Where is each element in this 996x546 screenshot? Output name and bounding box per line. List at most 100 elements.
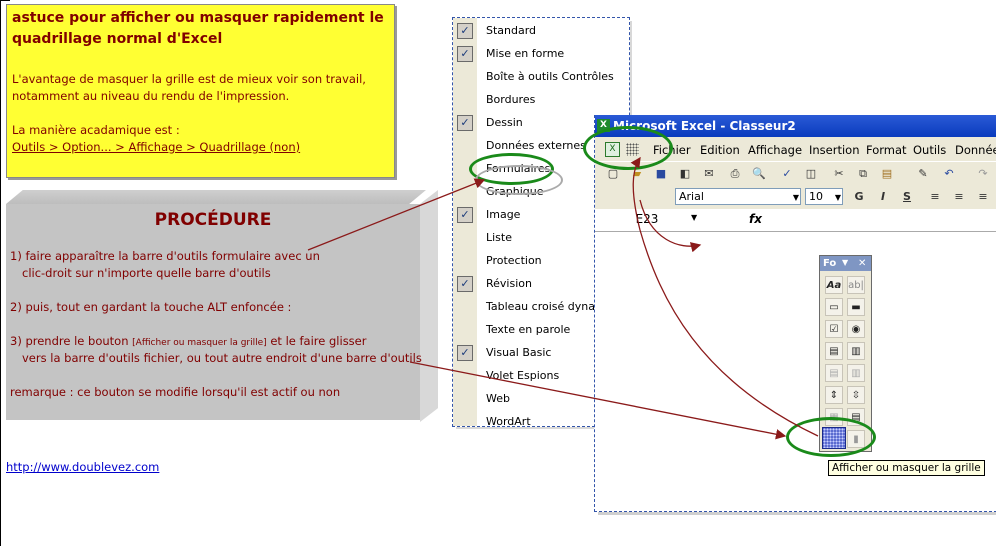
procedure-step3a-pre: 3) prendre le bouton	[10, 334, 133, 348]
arrow-loop-to-cells	[639, 199, 702, 253]
align-right-icon[interactable]: ≡	[978, 190, 988, 203]
menu-item-bo-te-outils-contr-les[interactable]: Boîte à outils Contrôles	[453, 66, 629, 89]
formatting-toolbar: Arial ▼ 10▼ G I S ≡ ≡ ≡	[595, 185, 996, 209]
combo-list-edit-icon[interactable]: ▤	[825, 364, 843, 382]
forms-toolbar-title-bar[interactable]: Fo ▼ ✕	[820, 256, 871, 271]
list-box-icon[interactable]: ▤	[825, 342, 843, 360]
copy-icon[interactable]: ⧉	[859, 167, 867, 180]
menu-item-label: Protection	[486, 254, 542, 267]
paste-icon[interactable]: ▤	[881, 167, 893, 180]
chevron-down-icon[interactable]: ▼	[691, 213, 698, 222]
save-icon[interactable]: ■	[655, 167, 667, 180]
checkbox-icon[interactable]: ☑	[825, 320, 843, 338]
print-preview-icon[interactable]: 🔍	[752, 167, 766, 180]
tip-line-4: Outils > Option... > Affichage > Quadril…	[12, 140, 301, 154]
cut-icon[interactable]: ✂	[834, 167, 844, 180]
spelling-icon[interactable]: ✓	[782, 167, 792, 180]
arrow-to-formulaires	[307, 178, 486, 251]
tip-title: astuce pour afficher ou masquer rapideme…	[12, 10, 384, 47]
menu-item-volet-espions[interactable]: Volet Espions	[453, 365, 629, 388]
menu-item-web[interactable]: Web	[453, 388, 629, 411]
frame-line-left	[0, 0, 1, 546]
procedure-remark: remarque : ce bouton se modifie lorsqu'i…	[10, 385, 341, 399]
tip-line-1: L'avantage de masquer la grille est de m…	[12, 72, 366, 86]
scroll-bar-icon[interactable]: ⇕	[825, 386, 843, 404]
option-button-icon[interactable]: ◉	[847, 320, 865, 338]
new-icon[interactable]: ▢	[607, 167, 619, 180]
menu-item-donn-es-externes[interactable]: Données externes	[453, 135, 629, 158]
menu-item-wordart[interactable]: WordArt	[453, 411, 629, 426]
close-icon[interactable]: ✕	[858, 258, 867, 269]
procedure-box: PROCÉDURE 1) faire apparaître la barre d…	[6, 204, 422, 420]
font-value: Arial	[679, 190, 704, 203]
menu-item-liste[interactable]: Liste	[453, 227, 629, 250]
font-select[interactable]: Arial ▼	[675, 188, 801, 205]
research-icon[interactable]: ◫	[805, 167, 817, 180]
checkmark-icon: ✓	[457, 276, 473, 292]
underline-button[interactable]: S	[903, 190, 911, 203]
procedure-step1b: clic-droit sur n'importe quelle barre d'…	[22, 266, 271, 280]
menu-item-label: Texte en parole	[486, 323, 571, 336]
menu-item-dessin[interactable]: ✓ Dessin	[453, 112, 629, 135]
italic-button[interactable]: I	[880, 190, 886, 203]
redo-icon[interactable]: ↷	[978, 167, 988, 180]
menu-item-texte-en-parole[interactable]: Texte en parole	[453, 319, 629, 342]
menu-affichage[interactable]: Affichage	[748, 143, 803, 157]
align-center-icon[interactable]: ≡	[954, 190, 964, 203]
menu-item-label: Liste	[486, 231, 512, 244]
align-left-icon[interactable]: ≡	[930, 190, 940, 203]
bold-button[interactable]: G	[854, 190, 864, 203]
menu-item-label: Image	[486, 208, 521, 221]
menu-insertion[interactable]: Insertion	[809, 143, 860, 157]
checkmark-icon: ✓	[457, 115, 473, 131]
menu-item-label: Dessin	[486, 116, 523, 129]
chevron-down-icon[interactable]: ▼	[842, 258, 849, 267]
font-size-select[interactable]: 10▼	[805, 188, 843, 205]
menu-item-label: Tableau croisé dynamique	[486, 300, 630, 313]
menu-item-mise-en-forme[interactable]: ✓Mise en forme	[453, 43, 629, 66]
group-box-icon[interactable]: ▭	[825, 298, 843, 316]
menu-item-tableau-crois-dynamique[interactable]: Tableau croisé dynamique	[453, 296, 629, 319]
website-link[interactable]: http://www.doublevez.com	[6, 460, 160, 474]
button-icon[interactable]: ▬	[847, 298, 865, 316]
frame-line-top	[0, 0, 10, 1]
menu-item-protection[interactable]: Protection	[453, 250, 629, 273]
menu-format[interactable]: Format	[866, 143, 907, 157]
tooltip: Afficher ou masquer la grille	[828, 460, 985, 476]
chevron-down-icon: ▼	[834, 193, 841, 202]
fx-icon[interactable]: fx	[749, 212, 762, 226]
edit-box-icon[interactable]: ab|	[847, 276, 865, 294]
print-icon[interactable]: ⎙	[730, 167, 740, 180]
menu-item-image[interactable]: ✓ Image	[453, 204, 629, 227]
checkmark-icon: ✓	[457, 46, 473, 62]
menu-edition[interactable]: Edition	[700, 143, 740, 157]
menu-item-label: Bordures	[486, 93, 536, 106]
menu-donnees[interactable]: Données	[955, 143, 996, 157]
menu-outils[interactable]: Outils	[913, 143, 947, 157]
open-icon[interactable]: ▰	[632, 167, 642, 180]
standard-toolbar: ▢ ▰ ■ ◧ ✉ ⎙ 🔍 ✓ ◫ ✂ ⧉ ▤ ✎ ↶ ↷	[595, 161, 996, 186]
procedure-box-side	[420, 190, 438, 422]
menu-item-label: Web	[486, 392, 510, 405]
menu-item-standard[interactable]: ✓Standard	[453, 20, 629, 43]
menu-item-label: Standard	[486, 24, 537, 37]
menu-item-bordures[interactable]: Bordures	[453, 89, 629, 112]
combo-box-icon[interactable]: ▥	[847, 342, 865, 360]
menu-item-r-vision[interactable]: ✓Révision	[453, 273, 629, 296]
permission-icon[interactable]: ◧	[679, 167, 691, 180]
spinner-icon[interactable]: ⇳	[847, 386, 865, 404]
checkmark-icon: ✓	[457, 207, 473, 223]
format-painter-icon[interactable]: ✎	[918, 167, 928, 180]
label-icon[interactable]: Aa	[825, 276, 843, 294]
procedure-step3a: 3) prendre le bouton [Afficher ou masque…	[10, 333, 366, 352]
procedure-step3a-btn: [Afficher ou masquer la grille]	[132, 338, 267, 348]
mail-icon[interactable]: ✉	[704, 167, 714, 180]
chevron-down-icon: ▼	[792, 193, 799, 202]
excel-title: Microsoft Excel - Classeur2	[613, 119, 796, 133]
procedure-step1a: 1) faire apparaître la barre d'outils fo…	[10, 249, 320, 263]
menu-item-visual-basic[interactable]: ✓Visual Basic	[453, 342, 629, 365]
undo-icon[interactable]: ↶	[944, 167, 954, 180]
menu-item-label: Boîte à outils Contrôles	[486, 70, 614, 83]
menu-item-label: Visual Basic	[486, 346, 552, 359]
combo-drop-edit-icon[interactable]: ▥	[847, 364, 865, 382]
